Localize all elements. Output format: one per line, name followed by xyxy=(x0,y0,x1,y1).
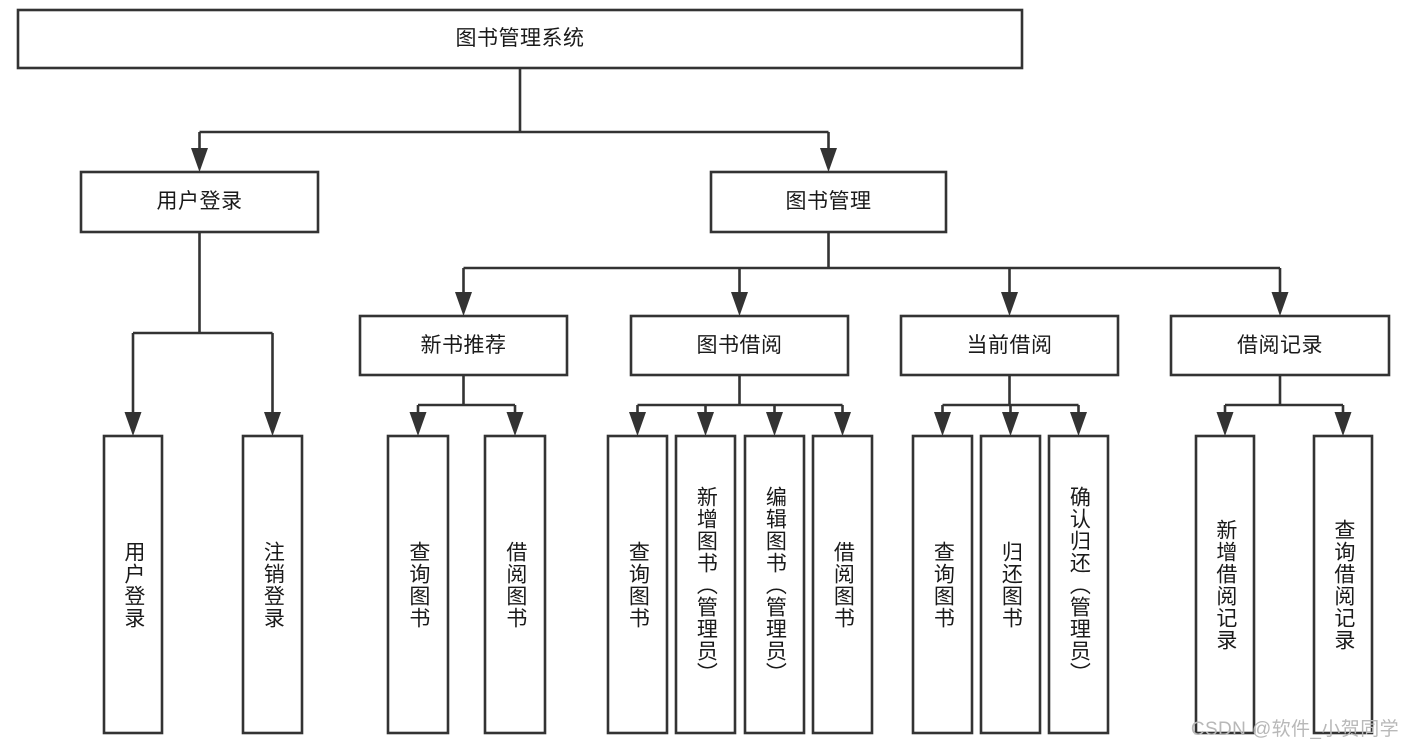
arrow-head-new-book-recommend xyxy=(455,292,472,316)
box-layer xyxy=(16,8,1391,735)
arrow-head-current-borrow xyxy=(1001,292,1018,316)
node-box-leaf-confirm-return-admin[interactable] xyxy=(1047,434,1110,735)
node-box-leaf-borrow-book[interactable] xyxy=(811,434,874,735)
arrow-head-leaf-query-borrow-record xyxy=(1334,412,1352,436)
arrow-head-leaf-query-book-borrow xyxy=(629,412,646,436)
node-box-leaf-add-book-admin[interactable] xyxy=(674,434,737,735)
arrow-head-leaf-add-book-admin xyxy=(697,412,714,436)
arrow-head-book-manage xyxy=(820,148,837,172)
node-box-leaf-query-book-recommend[interactable] xyxy=(386,434,450,735)
arrow-head-leaf-confirm-return-admin xyxy=(1070,412,1087,436)
arrow-head-borrow-record xyxy=(1271,292,1289,316)
connector-layer xyxy=(124,68,1352,436)
node-box-borrow-record[interactable] xyxy=(1169,314,1391,377)
node-box-leaf-return-book[interactable] xyxy=(979,434,1042,735)
node-box-leaf-query-book-current[interactable] xyxy=(911,434,974,735)
arrow-head-leaf-add-borrow-record xyxy=(1216,412,1234,436)
node-box-user-login[interactable] xyxy=(79,170,320,234)
node-box-leaf-edit-book-admin[interactable] xyxy=(743,434,806,735)
arrow-head-leaf-return-book xyxy=(1002,412,1019,436)
arrow-head-leaf-logout-login xyxy=(264,412,281,436)
node-box-leaf-user-login[interactable] xyxy=(102,434,164,735)
node-box-leaf-query-book-borrow[interactable] xyxy=(606,434,669,735)
node-box-leaf-borrow-book-recommend[interactable] xyxy=(483,434,547,735)
node-box-leaf-query-borrow-record[interactable] xyxy=(1312,434,1374,735)
node-box-root[interactable] xyxy=(16,8,1024,70)
node-box-book-borrow[interactable] xyxy=(629,314,850,377)
arrow-head-leaf-edit-book-admin xyxy=(766,412,783,436)
node-box-leaf-logout-login[interactable] xyxy=(241,434,304,735)
arrow-head-leaf-borrow-book-recommend xyxy=(506,412,524,436)
arrow-head-leaf-borrow-book xyxy=(834,412,851,436)
arrow-head-leaf-query-book-current xyxy=(934,412,951,436)
arrow-head-book-borrow xyxy=(731,292,748,316)
node-box-book-manage[interactable] xyxy=(709,170,948,234)
arrow-head-leaf-user-login xyxy=(124,412,142,436)
node-box-leaf-add-borrow-record[interactable] xyxy=(1194,434,1256,735)
arrow-head-leaf-query-book-recommend xyxy=(409,412,427,436)
arrow-head-user-login xyxy=(191,148,208,172)
node-box-current-borrow[interactable] xyxy=(899,314,1120,377)
node-box-new-book-recommend[interactable] xyxy=(358,314,569,377)
